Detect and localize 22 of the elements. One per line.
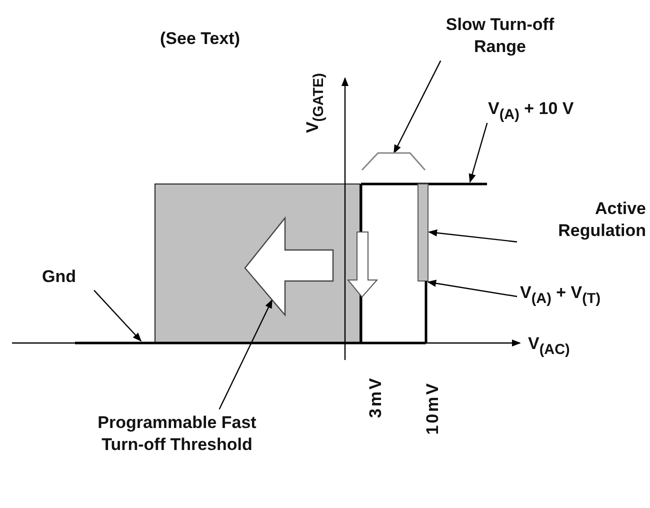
annotation-label: Programmable Fast Turn-off Threshold (92, 412, 262, 456)
leader-line (468, 122, 488, 183)
leader-line (428, 229, 518, 242)
axis-label: V$_{(AC)}$ (528, 333, 571, 356)
regulation-bar (418, 184, 428, 282)
leader-line (427, 280, 518, 298)
annotation-label: Gnd (42, 266, 97, 288)
trace-segment (75, 342, 155, 344)
annotation-label: V$_{(A)}$ + 10 V (488, 98, 628, 120)
annotation-label: Slow Turn-off Range (420, 14, 580, 58)
note-label: (See Text) (159, 28, 241, 50)
trace-segment (361, 182, 487, 186)
range-bracket (361, 152, 426, 171)
block-arrow (244, 216, 334, 317)
leader-line (94, 290, 142, 342)
trace-segment (424, 281, 428, 343)
tick-label: 3mV (364, 375, 386, 420)
leader-line (218, 299, 273, 410)
annotation-label: Active Regulation (520, 198, 646, 242)
annotation-label: V$_{(A)}$ + V$_{(T)}$ (520, 282, 648, 304)
tick-label: 10mV (422, 380, 443, 437)
leader-line (393, 60, 442, 154)
